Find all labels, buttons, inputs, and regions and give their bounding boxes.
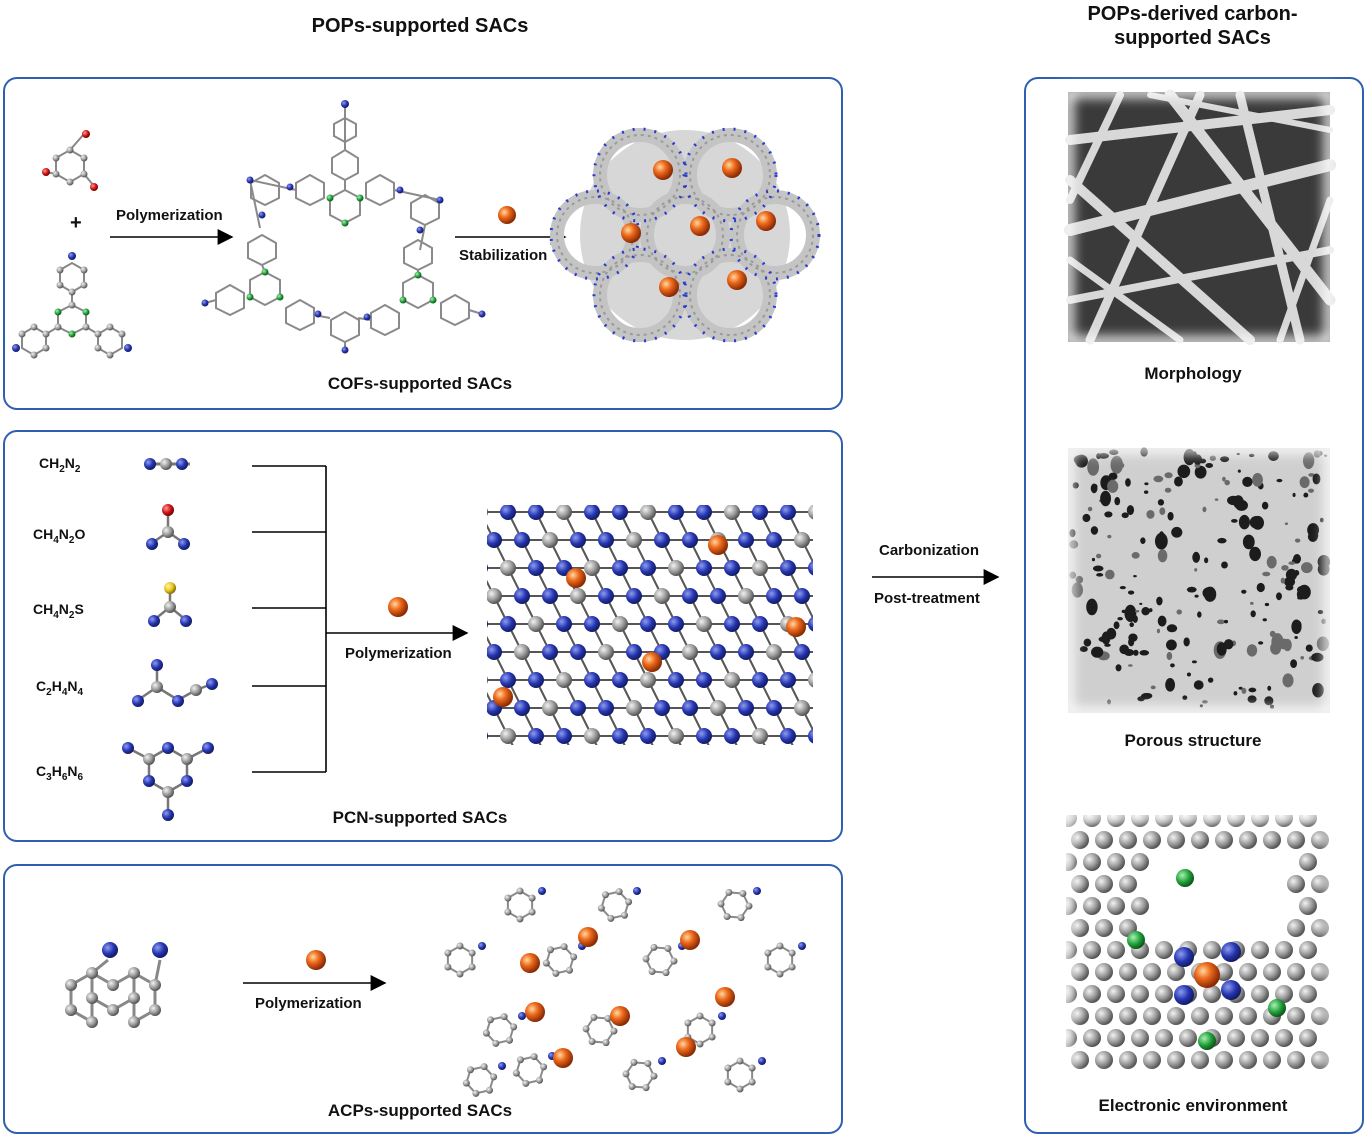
- pcn-scheme-art: [122, 458, 813, 821]
- cof-stabilization-label: Stabilization: [459, 247, 548, 264]
- pcn-lattice: [487, 505, 813, 745]
- pcn-polymerization-label: Polymerization: [345, 645, 452, 662]
- left-heading: POPs-supported SACs: [311, 15, 529, 37]
- electronic-environment-model: [1061, 810, 1337, 1088]
- acp-scheme-art: [65, 887, 806, 1097]
- cof-space-filling: [549, 127, 821, 343]
- carbonization-label: Carbonization: [879, 542, 979, 559]
- pcn-caption: PCN-supported SACs: [332, 808, 508, 827]
- plus-sign: +: [70, 212, 82, 234]
- cof-scheme-art: [12, 100, 821, 359]
- acp-panel: [3, 864, 843, 1134]
- right-heading-line2: supported SACs: [1114, 27, 1271, 49]
- acp-network: [444, 887, 806, 1097]
- post-treatment-label: Post-treatment: [874, 590, 980, 607]
- carbonization-arrow: [872, 569, 1000, 585]
- precursor-molecules: [122, 458, 218, 821]
- cof-polymerization-label: Polymerization: [116, 207, 223, 224]
- porous-structure-caption: Porous structure: [1124, 731, 1262, 750]
- pcn-panel: [3, 430, 843, 842]
- precursor-formula-5: C3H6N6: [36, 763, 84, 783]
- precursor-formula-1: CH2N2: [39, 455, 81, 475]
- acp-polymerization-label: Polymerization: [255, 995, 362, 1012]
- right-heading-line1: POPs-derived carbon-: [1087, 3, 1298, 25]
- precursor-formula-4: C2H4N4: [36, 678, 84, 698]
- precursor-formula-3: CH4N2S: [33, 601, 84, 621]
- morphology-caption: Morphology: [1144, 364, 1242, 383]
- cof-caption: COFs-supported SACs: [327, 374, 513, 393]
- precursor-bracket: [252, 465, 327, 773]
- precursor-formula-2: CH4N2O: [33, 526, 86, 546]
- acp-caption: ACPs-supported SACs: [327, 1101, 513, 1120]
- porous-structure-image: [1063, 443, 1335, 718]
- electronic-environment-caption: Electronic environment: [1098, 1096, 1288, 1115]
- right-heading: POPs-derived carbon- supported SACs: [1020, 2, 1365, 50]
- morphology-fiber-image: [1063, 87, 1336, 347]
